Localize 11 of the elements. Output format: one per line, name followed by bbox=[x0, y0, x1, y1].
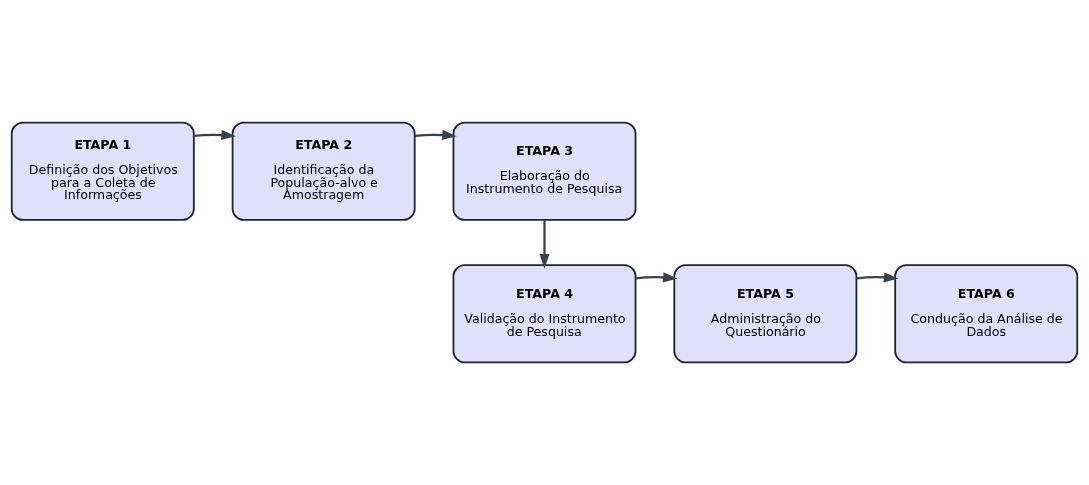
arrow bbox=[635, 272, 678, 283]
arrow bbox=[539, 220, 550, 269]
node-box: ETAPA 5 Administração do Questionário bbox=[673, 264, 858, 364]
node-box: ETAPA 3 Elaboração do Instrumento de Pesquisa bbox=[452, 121, 637, 221]
node-box: ETAPA 2 Identificação da População-alvo e Amostragem bbox=[231, 121, 416, 221]
node-box: ETAPA 6 Condução da Análise de Dados bbox=[894, 264, 1079, 364]
arrow bbox=[415, 129, 457, 140]
arrow bbox=[856, 272, 899, 283]
arrow bbox=[194, 129, 236, 140]
node-box: ETAPA 1 Definição dos Objetivos para a Coleta de Informações bbox=[10, 121, 195, 221]
node-box: ETAPA 4 Validação do Instrumento de Pesquisa bbox=[452, 264, 637, 364]
